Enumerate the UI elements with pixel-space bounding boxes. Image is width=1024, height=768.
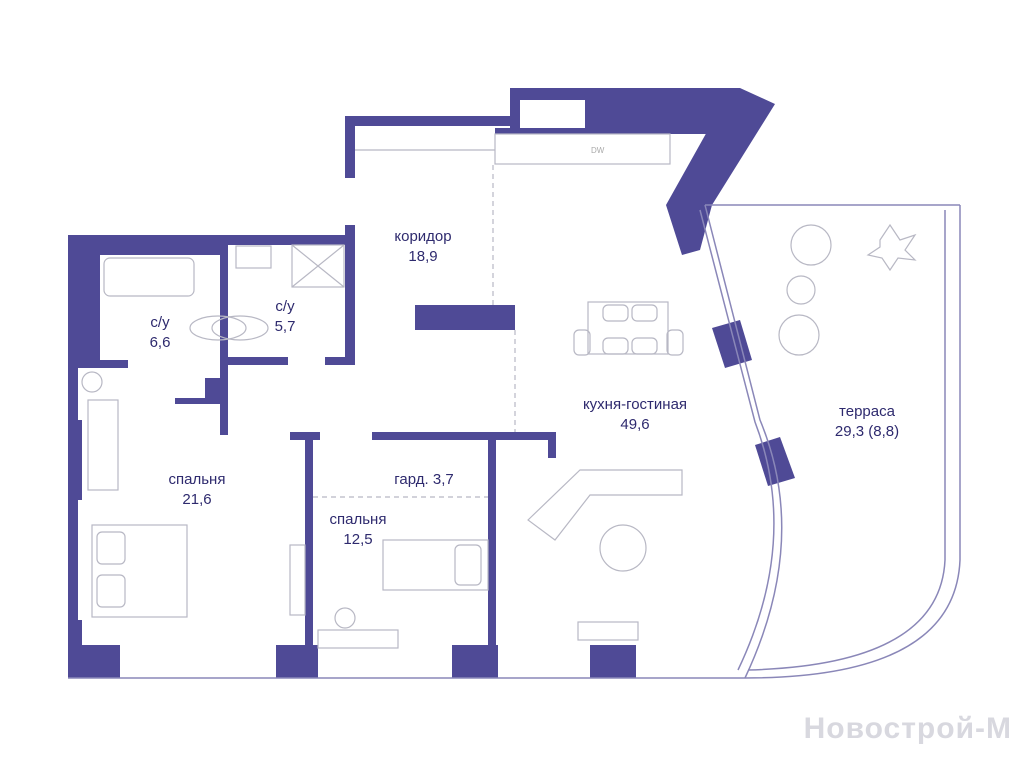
- room-area: 3,7: [432, 471, 454, 488]
- room-area: 49,6: [620, 416, 650, 433]
- watermark: Новострой-М: [803, 712, 1012, 745]
- room-name: спальня: [168, 471, 226, 488]
- room-wardrobe: гард. 3,7: [394, 470, 453, 490]
- room-bathroom-2: с/у 5,7: [275, 297, 296, 337]
- room-corridor: коридор 18,9: [394, 227, 451, 267]
- outlines: [68, 204, 961, 679]
- room-area: 21,6: [182, 491, 212, 508]
- room-name: с/у: [275, 298, 295, 315]
- room-name: кухня-гостиная: [582, 396, 688, 413]
- walls: [68, 88, 795, 678]
- room-name: гард.: [394, 471, 429, 488]
- room-name: спальня: [329, 511, 387, 528]
- room-area: 29,3 (8,8): [834, 423, 900, 440]
- room-bathroom-1: с/у 6,6: [150, 313, 171, 353]
- room-name: с/у: [150, 314, 170, 331]
- room-bedroom-1: спальня 21,6: [169, 470, 226, 510]
- room-name: терраса: [839, 403, 895, 420]
- room-area: 5,7: [274, 318, 296, 335]
- dishwasher-label: DW: [591, 146, 605, 155]
- room-terrace: терраса 29,3 (8,8): [835, 402, 899, 442]
- room-area: 6,6: [149, 334, 171, 351]
- room-area: 12,5: [343, 531, 373, 548]
- room-area: 18,9: [408, 248, 438, 265]
- room-bedroom-2: спальня 12,5: [330, 510, 387, 550]
- room-name: коридор: [394, 228, 452, 245]
- room-kitchen-living: кухня-гостиная 49,6: [583, 395, 687, 435]
- furniture: [81, 133, 917, 649]
